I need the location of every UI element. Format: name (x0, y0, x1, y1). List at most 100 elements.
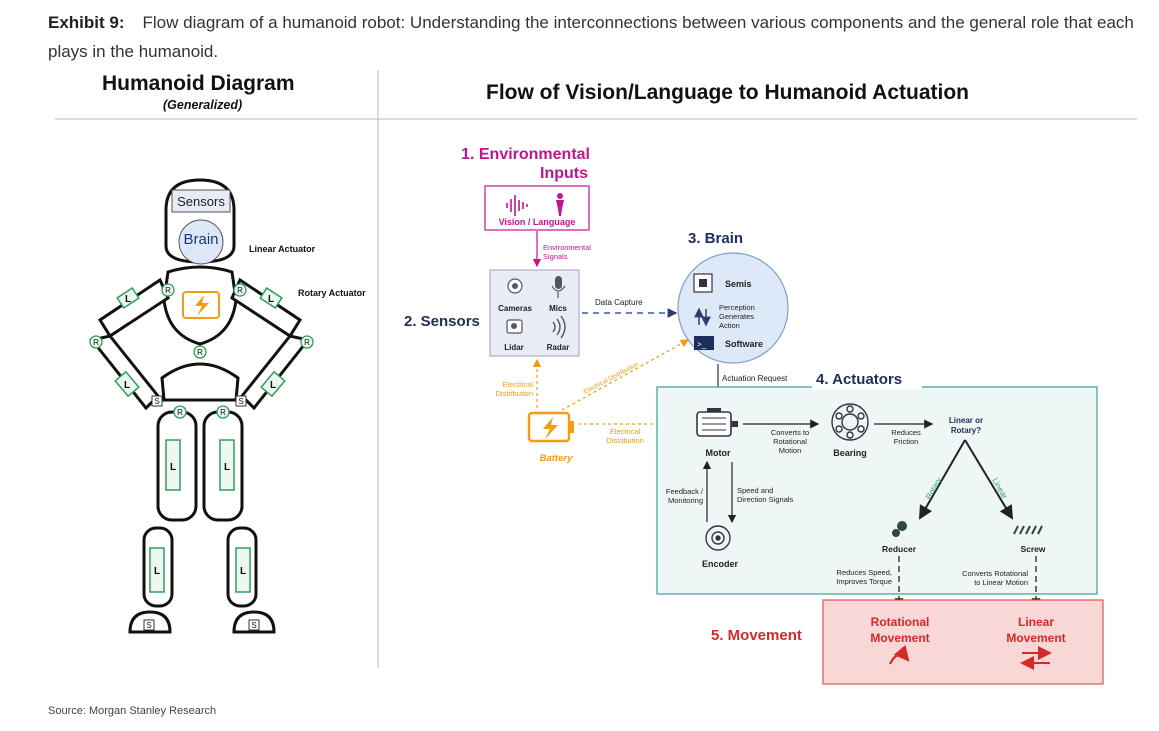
lidar-label: Lidar (504, 343, 524, 352)
elec-diag-arrow (561, 339, 690, 411)
semis-label: Semis (725, 279, 752, 289)
reduces-friction-line1: Reduces (891, 428, 921, 437)
joint-l-label: L (240, 566, 246, 577)
bearing-label: Bearing (833, 448, 867, 458)
s-sensor-labels: S S S S (146, 397, 256, 630)
joint-l-label: L (154, 566, 160, 577)
joint-r-label: R (197, 348, 203, 357)
linear-joint-labels: L L L L L L L L (124, 294, 276, 577)
joint-l-label: L (125, 294, 131, 305)
s-sensor-icon (235, 395, 247, 407)
sensors-title: 2. Sensors (404, 313, 480, 330)
rotary-joint-icon (89, 335, 103, 349)
converts-rot-line1: Converts Rotational (962, 569, 1028, 578)
data-capture-label: Data Capture (595, 298, 643, 307)
rotation-icon (889, 644, 910, 665)
encoder-label: Encoder (702, 559, 739, 569)
joint-r-label: R (220, 408, 226, 417)
left-panel-title: Humanoid Diagram (102, 72, 295, 95)
actuation-request-label: Actuation Request (722, 374, 788, 383)
elec-diag-label: Electrical Distribution (583, 361, 640, 396)
linear-actuator-icon (149, 547, 165, 593)
linear-actuator-icon (235, 547, 251, 593)
rotary-joint-icon (193, 345, 207, 359)
s-sensors (143, 395, 260, 631)
joint-r-label: R (93, 338, 99, 347)
joint-r-label: R (304, 338, 310, 347)
env-signals-line2: Signals (543, 252, 568, 261)
perception-line1: Perception (719, 303, 755, 312)
speed-line1: Speed and (737, 486, 773, 495)
up-down-arrows-icon (694, 307, 711, 327)
converts-rot-line2: to Linear Motion (974, 578, 1028, 587)
sensors-box (489, 269, 580, 357)
movement-box (822, 599, 1104, 685)
movement-title: 5. Movement (711, 627, 802, 644)
s-sensor-icon (248, 619, 260, 631)
rotational-line2: Movement (870, 631, 929, 645)
lidar-icon (506, 319, 523, 334)
reducer-gear-icon (892, 521, 907, 537)
left-panel-subtitle: (Generalized) (163, 98, 243, 112)
source-note: Source: Morgan Stanley Research (48, 705, 217, 717)
rotary-joint-icon (233, 283, 247, 297)
mics-label: Mics (549, 304, 567, 313)
encoder-icon (705, 525, 731, 551)
joint-s-label: S (146, 621, 151, 630)
brain-label: Brain (183, 231, 218, 248)
joint-l-label: L (124, 380, 130, 391)
robot-left-upper-arm (97, 277, 170, 339)
rotary-actuator-label: Rotary Actuator (298, 288, 366, 298)
joint-l-label: L (170, 462, 176, 473)
bearing-icon (831, 403, 869, 441)
linear-or-line1: Linear or (949, 416, 983, 425)
battery-lightning-icon (543, 417, 558, 439)
env-title-line2: Inputs (540, 165, 588, 182)
brain-circle (178, 219, 224, 265)
joint-r-label: R (177, 408, 183, 417)
linear-actuator-icon (219, 439, 235, 491)
mic-icon (551, 276, 566, 298)
env-title-line1: 1. Environmental (461, 146, 590, 163)
joint-l-label: L (268, 294, 274, 305)
exhibit-label: Exhibit 9: (48, 13, 125, 32)
exhibit-text: Flow diagram of a humanoid robot: Unders… (48, 13, 1134, 61)
cameras-label: Cameras (498, 304, 532, 313)
feedback-line2: Monitoring (668, 496, 703, 505)
vision-language-box (484, 185, 590, 231)
s-sensor-icon (151, 395, 163, 407)
linear-actuator-icon (114, 370, 140, 398)
battery-terminal (569, 421, 574, 433)
screw-icon (1013, 525, 1043, 535)
linear-actuator-icon (116, 287, 140, 309)
joint-l-label: L (270, 380, 276, 391)
sensors-box (171, 189, 231, 213)
speed-line2: Direction Signals (737, 495, 794, 504)
joint-s-label: S (251, 621, 256, 630)
elec-motor-line1: Electrical (610, 427, 641, 436)
reduces-friction-line2: Friction (894, 437, 919, 446)
joint-s-label: S (154, 397, 159, 406)
linear-actuator-icon (260, 370, 286, 398)
actuators-title: 4. Actuators (816, 371, 902, 388)
battery-label: Battery (540, 453, 573, 464)
terminal-icon: >_ (694, 336, 714, 350)
radar-icon (552, 315, 566, 339)
linear-line1: Linear (1018, 615, 1054, 629)
chip-icon (693, 273, 713, 293)
joint-l-label: L (224, 462, 230, 473)
rotary-joint-icon (300, 335, 314, 349)
reduces-speed-line2: Improves Torque (836, 577, 892, 586)
rotary-joint-icon (173, 405, 187, 419)
rotary-joint-icon (216, 405, 230, 419)
perception-line3: Action (719, 321, 740, 330)
screw-label: Screw (1020, 544, 1045, 554)
rotary-branch-arrow (919, 439, 966, 520)
joint-r-label: R (165, 286, 171, 295)
linear-or-line2: Rotary? (951, 426, 981, 435)
person-icon (556, 193, 564, 216)
lightning-icon (195, 295, 209, 316)
rotary-joint-labels: R R R R R R R (93, 286, 310, 417)
linear-actuator-label: Linear Actuator (249, 244, 316, 254)
